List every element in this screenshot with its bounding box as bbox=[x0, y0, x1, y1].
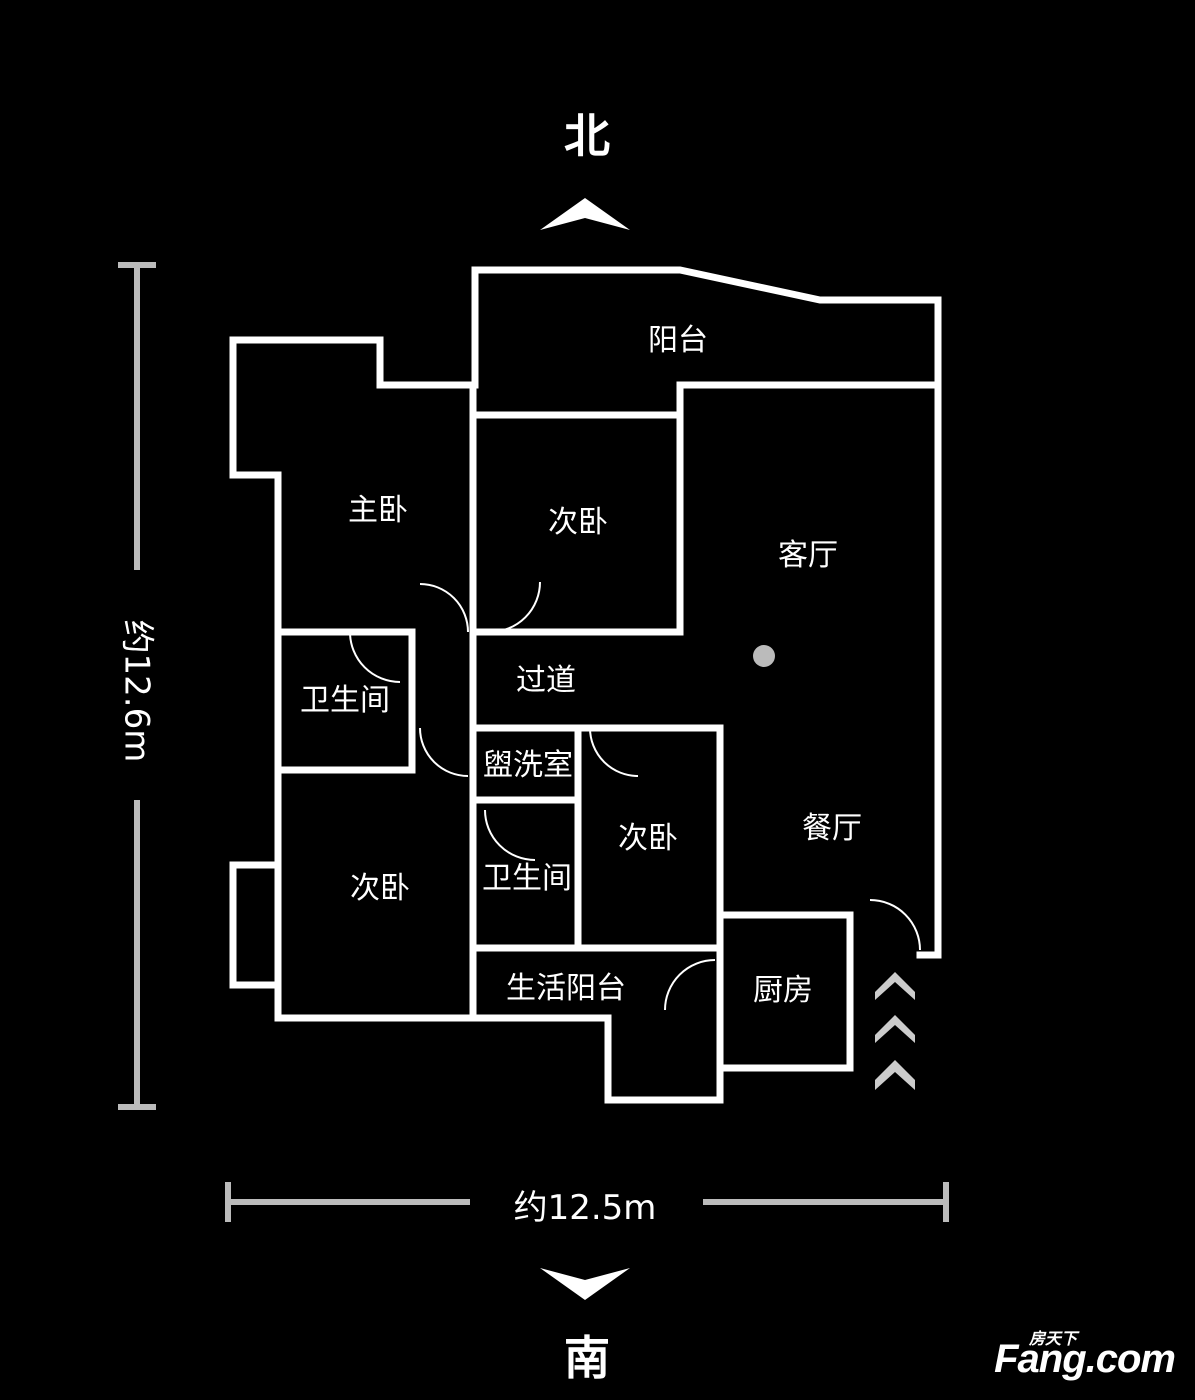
fang-logo: 房天下 Fang.com bbox=[994, 1331, 1176, 1381]
north-arrow-icon bbox=[540, 198, 630, 230]
height-dimension-line bbox=[118, 262, 156, 1110]
bathroom-2-label: 卫生间 bbox=[482, 861, 572, 896]
width-dimension-line bbox=[225, 1182, 949, 1222]
kitchen-label: 厨房 bbox=[753, 973, 813, 1008]
door-swings bbox=[349, 581, 921, 1011]
living-room-label: 客厅 bbox=[778, 538, 838, 573]
south-label: 南 bbox=[564, 1331, 610, 1385]
corridor-label: 过道 bbox=[516, 663, 576, 698]
width-dimension-label: 约12.5m bbox=[513, 1188, 657, 1228]
washroom-label: 盥洗室 bbox=[483, 748, 573, 783]
balcony-label: 阳台 bbox=[648, 323, 708, 358]
bathroom-1-label: 卫生间 bbox=[300, 683, 390, 718]
second-bedroom-2-label: 次卧 bbox=[350, 871, 410, 906]
master-bedroom-label: 主卧 bbox=[348, 493, 408, 528]
south-arrow-icon bbox=[540, 1268, 630, 1300]
dining-room-label: 餐厅 bbox=[802, 811, 862, 846]
entrance-arrow-icon bbox=[875, 972, 915, 1090]
walls bbox=[229, 266, 942, 1104]
second-bedroom-1-label: 次卧 bbox=[548, 505, 608, 540]
viewpoint-marker-icon bbox=[753, 645, 775, 667]
north-label: 北 bbox=[564, 109, 610, 163]
second-bedroom-3-label: 次卧 bbox=[618, 821, 678, 856]
utility-balcony-label: 生活阳台 bbox=[506, 971, 626, 1006]
